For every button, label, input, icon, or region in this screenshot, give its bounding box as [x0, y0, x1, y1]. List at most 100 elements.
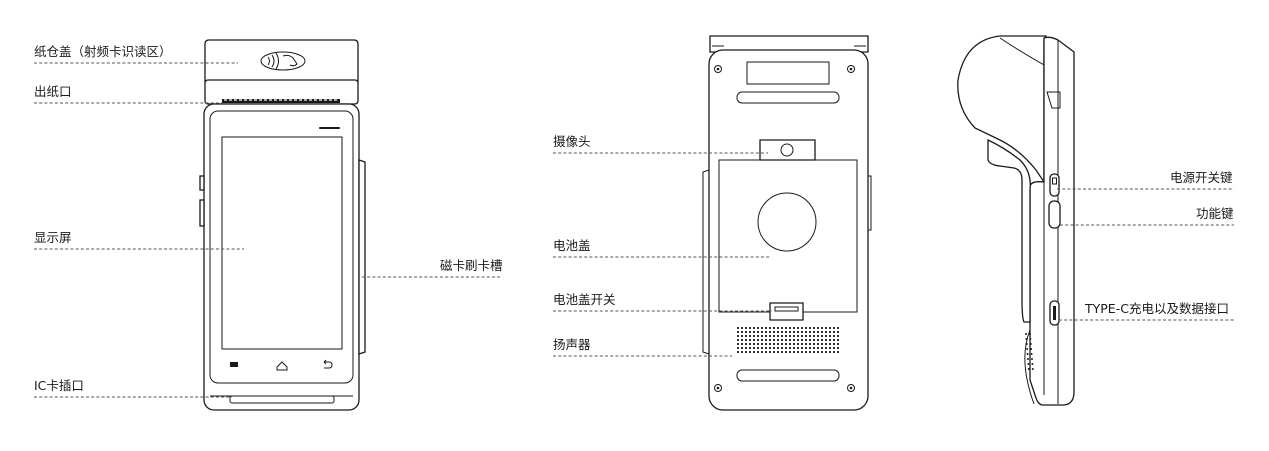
grille-hole	[740, 346, 744, 350]
grille-hole	[812, 330, 816, 334]
side-grille-hole	[1030, 353, 1033, 355]
grille-hole	[780, 338, 784, 342]
front-left-button-1	[199, 175, 205, 191]
grille-hole	[768, 350, 772, 354]
grille-hole	[832, 346, 836, 350]
side-grille-hole	[1027, 363, 1030, 365]
paper-cover	[204, 39, 359, 83]
display-screen	[221, 136, 343, 350]
grille-hole	[800, 342, 804, 346]
side-grille-hole	[1029, 338, 1032, 340]
grille-hole	[752, 330, 756, 334]
grille-hole	[812, 326, 816, 330]
grille-hole	[752, 342, 756, 346]
grille-hole	[824, 334, 828, 338]
side-view	[957, 35, 1075, 406]
grille-hole	[812, 346, 816, 350]
grille-hole	[824, 326, 828, 330]
grille-hole	[808, 326, 812, 330]
grille-hole	[808, 350, 812, 354]
grille-hole	[828, 326, 832, 330]
grille-hole	[796, 326, 800, 330]
grille-hole	[832, 338, 836, 342]
grille-hole	[736, 326, 740, 330]
grille-hole	[756, 326, 760, 330]
function-key[interactable]	[1048, 200, 1061, 229]
grille-hole	[804, 342, 808, 346]
grille-hole	[792, 338, 796, 342]
grille-hole	[764, 346, 768, 350]
power-key[interactable]	[1049, 173, 1060, 197]
side-grille-hole	[1031, 368, 1034, 370]
grille-hole	[736, 334, 740, 338]
grille-hole	[800, 338, 804, 342]
grille-hole	[736, 342, 740, 346]
grille-hole	[812, 350, 816, 354]
grille-hole	[756, 350, 760, 354]
grille-hole	[812, 334, 816, 338]
grille-hole	[736, 350, 740, 354]
grille-hole	[740, 350, 744, 354]
back-labels: 摄像头 电池盖 电池盖开关 扬声器	[553, 134, 772, 357]
side-speaker-grille	[1025, 333, 1034, 370]
grille-hole	[776, 350, 780, 354]
grille-hole	[824, 338, 828, 342]
side-grille-hole	[1026, 353, 1029, 355]
grille-hole	[772, 334, 776, 338]
grille-hole	[748, 338, 752, 342]
grille-hole	[756, 330, 760, 334]
grille-hole	[736, 330, 740, 334]
grille-hole	[824, 346, 828, 350]
grille-hole	[784, 338, 788, 342]
grille-hole	[764, 326, 768, 330]
grille-hole	[748, 334, 752, 338]
grille-hole	[836, 334, 840, 338]
grille-hole	[808, 334, 812, 338]
label-display: 显示屏	[34, 230, 72, 245]
grille-hole	[780, 350, 784, 354]
front-labels: 纸仓盖（射频卡识读区） 出纸口 显示屏 IC卡插口 磁卡刷卡槽	[34, 44, 503, 398]
screws	[714, 65, 855, 392]
side-lower-curve	[1024, 329, 1035, 405]
camera-housing	[759, 139, 816, 161]
grille-hole	[788, 346, 792, 350]
grille-hole	[776, 334, 780, 338]
magstripe-slot	[358, 159, 366, 355]
grille-hole	[776, 338, 780, 342]
grille-hole	[752, 350, 756, 354]
grille-hole	[832, 330, 836, 334]
grille-hole	[816, 338, 820, 342]
grille-hole	[792, 326, 796, 330]
label-paper-outlet: 出纸口	[34, 84, 72, 99]
grille-hole	[748, 342, 752, 346]
back-top-grip	[736, 91, 840, 104]
back-bottom-grip	[736, 369, 840, 382]
side-grille-hole	[1025, 338, 1028, 340]
grille-hole	[804, 326, 808, 330]
grille-hole	[820, 330, 824, 334]
side-grille-hole	[1025, 343, 1028, 345]
grille-hole	[752, 346, 756, 350]
grille-hole	[760, 326, 764, 330]
grille-hole	[772, 350, 776, 354]
grille-hole	[780, 346, 784, 350]
grille-hole	[744, 350, 748, 354]
grille-hole	[744, 330, 748, 334]
grille-hole	[752, 326, 756, 330]
back-icon	[323, 359, 333, 369]
grille-hole	[776, 330, 780, 334]
grille-hole	[760, 350, 764, 354]
grille-hole	[756, 334, 760, 338]
grille-hole	[836, 326, 840, 330]
front-left-button-2	[199, 199, 205, 227]
grille-hole	[744, 334, 748, 338]
grille-hole	[804, 334, 808, 338]
grille-hole	[784, 330, 788, 334]
grille-hole	[752, 334, 756, 338]
side-grille-hole	[1027, 368, 1030, 370]
grille-hole	[768, 346, 772, 350]
label-battery-cover: 电池盖	[553, 238, 591, 253]
ic-card-slot	[229, 395, 335, 404]
grille-hole	[736, 338, 740, 342]
grille-hole	[820, 346, 824, 350]
